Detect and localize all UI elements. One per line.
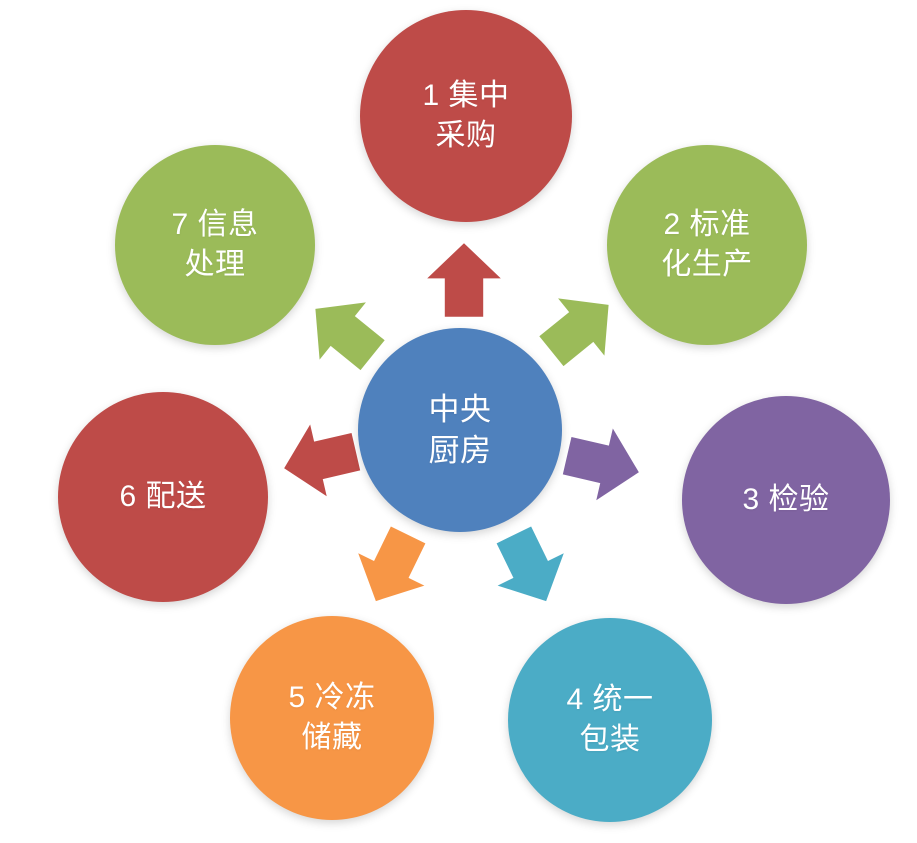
hub-label: 中央 厨房 xyxy=(428,391,492,468)
node-label: 1 集中 采购 xyxy=(422,79,510,152)
node-distribution[interactable]: 6 配送 xyxy=(58,392,268,602)
arrow-to-node-1 xyxy=(424,240,504,320)
node-inspection[interactable]: 3 检验 xyxy=(682,396,890,604)
arrow-to-node-5 xyxy=(339,515,446,622)
arrow-to-node-7 xyxy=(288,276,401,389)
node-label: 3 检验 xyxy=(742,483,830,517)
arrow-to-node-4 xyxy=(477,515,584,622)
node-label: 5 冷冻 储藏 xyxy=(288,681,376,754)
node-label: 7 信息 处理 xyxy=(171,208,259,281)
arrow-to-node-6 xyxy=(272,412,368,508)
node-central-kitchen-hub[interactable]: 中央 厨房 xyxy=(358,328,562,532)
arrow-to-node-3 xyxy=(555,416,651,512)
node-frozen-storage[interactable]: 5 冷冻 储藏 xyxy=(230,616,434,820)
node-label: 6 配送 xyxy=(119,480,207,514)
node-label: 2 标准 化生产 xyxy=(661,208,753,281)
node-information-processing[interactable]: 7 信息 处理 xyxy=(115,145,315,345)
node-centralized-procurement[interactable]: 1 集中 采购 xyxy=(360,10,572,222)
node-unified-packaging[interactable]: 4 统一 包装 xyxy=(508,618,712,822)
node-standardized-production[interactable]: 2 标准 化生产 xyxy=(607,145,807,345)
arrow-to-node-2 xyxy=(524,272,637,385)
node-label: 4 统一 包装 xyxy=(566,683,654,756)
